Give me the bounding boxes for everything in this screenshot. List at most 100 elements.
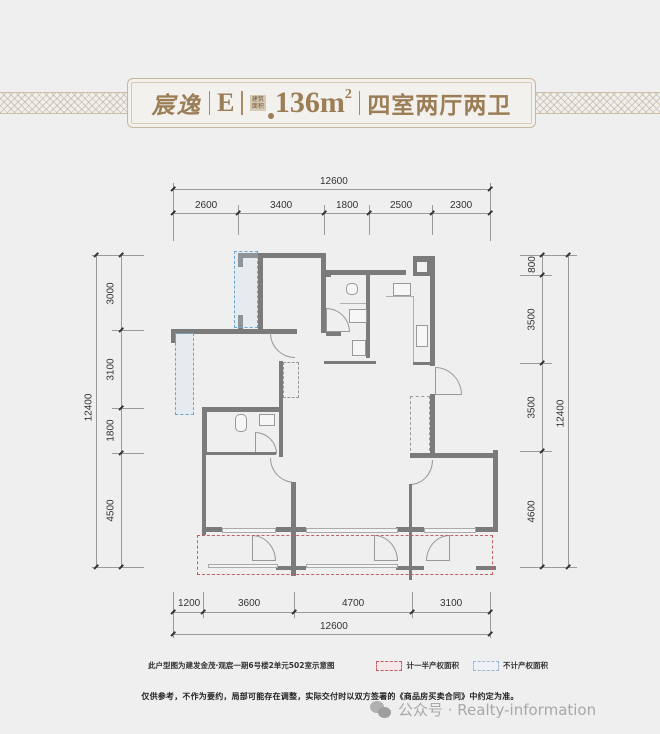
wall <box>493 450 498 532</box>
bottom-ext <box>173 592 174 638</box>
right-ext <box>520 567 577 568</box>
left-total-label: 12400 <box>83 393 95 422</box>
counter-edge <box>386 296 414 297</box>
wall <box>324 361 376 364</box>
wall <box>366 275 370 358</box>
wall <box>396 566 424 570</box>
wall-thin <box>340 303 366 304</box>
wall <box>326 332 341 336</box>
window <box>222 528 276 533</box>
top-ext <box>432 205 433 235</box>
bottom-ext <box>490 592 491 638</box>
right-ext <box>520 451 552 452</box>
wall <box>202 407 207 455</box>
kitchen-sink <box>393 283 411 296</box>
floor-area: 136m2 <box>275 86 352 120</box>
left-seg-label: 4500 <box>105 499 117 522</box>
legend-no-area-label: 不计产权面积 <box>502 661 548 670</box>
banner-divider <box>208 91 211 115</box>
left-seg-label: 1800 <box>105 419 117 442</box>
wall <box>171 329 176 343</box>
wall <box>409 484 412 580</box>
area-tag-line1: 建筑 <box>251 96 264 103</box>
right-ext <box>520 255 577 256</box>
area-tag-line2: 面积 <box>251 103 264 110</box>
left-seg-label: 3000 <box>105 282 117 305</box>
wall <box>276 566 306 570</box>
bottom-total-label: 12600 <box>320 621 348 632</box>
shaft <box>417 262 427 272</box>
wall <box>430 394 435 458</box>
bay-window-no-area-upper <box>234 251 258 328</box>
door-swing <box>326 308 350 332</box>
bottom-segment-line <box>173 612 490 613</box>
closet <box>283 362 299 398</box>
top-seg-label: 2300 <box>450 200 473 211</box>
right-total-label: 12400 <box>555 399 567 428</box>
right-seg-label: 800 <box>526 256 538 273</box>
area-tag: 建筑 面积 <box>249 95 266 111</box>
top-ext <box>324 205 325 235</box>
top-ext <box>369 205 370 235</box>
wall <box>202 527 222 532</box>
wall <box>171 329 297 334</box>
right-segment-line <box>542 255 543 567</box>
project-name: 宸逸 <box>151 92 202 119</box>
wall <box>413 362 433 365</box>
banner-divider <box>358 91 361 115</box>
wall <box>206 452 276 455</box>
bathtub <box>349 309 367 323</box>
window <box>306 528 398 533</box>
top-segment-line <box>173 213 490 214</box>
disclaimer: 仅供参考，不作为要约，局部可能存在调整，实际交付时以双方签署的《商品房买卖合同》… <box>141 692 519 701</box>
counter-edge <box>413 296 414 362</box>
bottom-seg-label: 1200 <box>178 598 201 609</box>
top-seg-label: 2500 <box>390 200 413 211</box>
door-swing <box>270 333 295 358</box>
left-ext <box>112 408 144 409</box>
bottom-ext <box>412 592 413 618</box>
top-total-line <box>173 189 490 190</box>
right-seg-label: 3500 <box>526 308 538 331</box>
legend-half-area-swatch <box>376 660 403 671</box>
banner-lattice-right <box>533 92 660 114</box>
wall <box>202 407 279 412</box>
bottom-seg-label: 4700 <box>342 598 365 609</box>
left-ext <box>112 453 144 454</box>
toilet <box>346 283 358 295</box>
bottom-ext <box>203 592 204 618</box>
bottom-seg-label: 3100 <box>440 598 463 609</box>
wall <box>396 527 424 532</box>
sink <box>259 414 275 426</box>
wechat-icon <box>370 700 392 719</box>
floor-area-value: 136m <box>274 86 345 119</box>
wall <box>258 253 263 333</box>
left-ext <box>112 330 144 331</box>
wall <box>238 253 243 267</box>
room-layout: 四室两厅两卫 <box>367 92 512 119</box>
door-swing <box>270 458 295 483</box>
area-approx-icon <box>267 113 274 119</box>
balcony-half-area-outline <box>197 535 493 575</box>
door-swing <box>410 460 433 485</box>
banner-lattice-left <box>0 92 128 114</box>
top-seg-label: 2600 <box>195 200 218 211</box>
bottom-seg-label: 3600 <box>238 598 261 609</box>
wall <box>238 315 243 329</box>
toilet <box>235 414 247 432</box>
right-ext <box>520 275 552 276</box>
balcony-rail <box>208 564 278 568</box>
door-swing <box>255 432 277 454</box>
top-total-label: 12600 <box>320 176 348 187</box>
title-banner: 宸逸 E 建筑 面积 136m2 四室两厅两卫 <box>127 78 536 128</box>
wall <box>321 253 326 333</box>
left-segment-line <box>121 255 122 567</box>
legend-caption: 此户型图为建发金茂·观宸一期6号楼2单元502室示意图 <box>148 661 335 670</box>
right-total-line <box>568 255 569 567</box>
floor-area-unit-sup: 2 <box>344 87 352 102</box>
bottom-ext <box>294 592 295 618</box>
legend-no-area-swatch <box>472 660 499 671</box>
left-seg-label: 3100 <box>105 358 117 381</box>
watermark: 公众号 · Realty-information <box>370 699 596 720</box>
left-ext <box>92 567 144 568</box>
